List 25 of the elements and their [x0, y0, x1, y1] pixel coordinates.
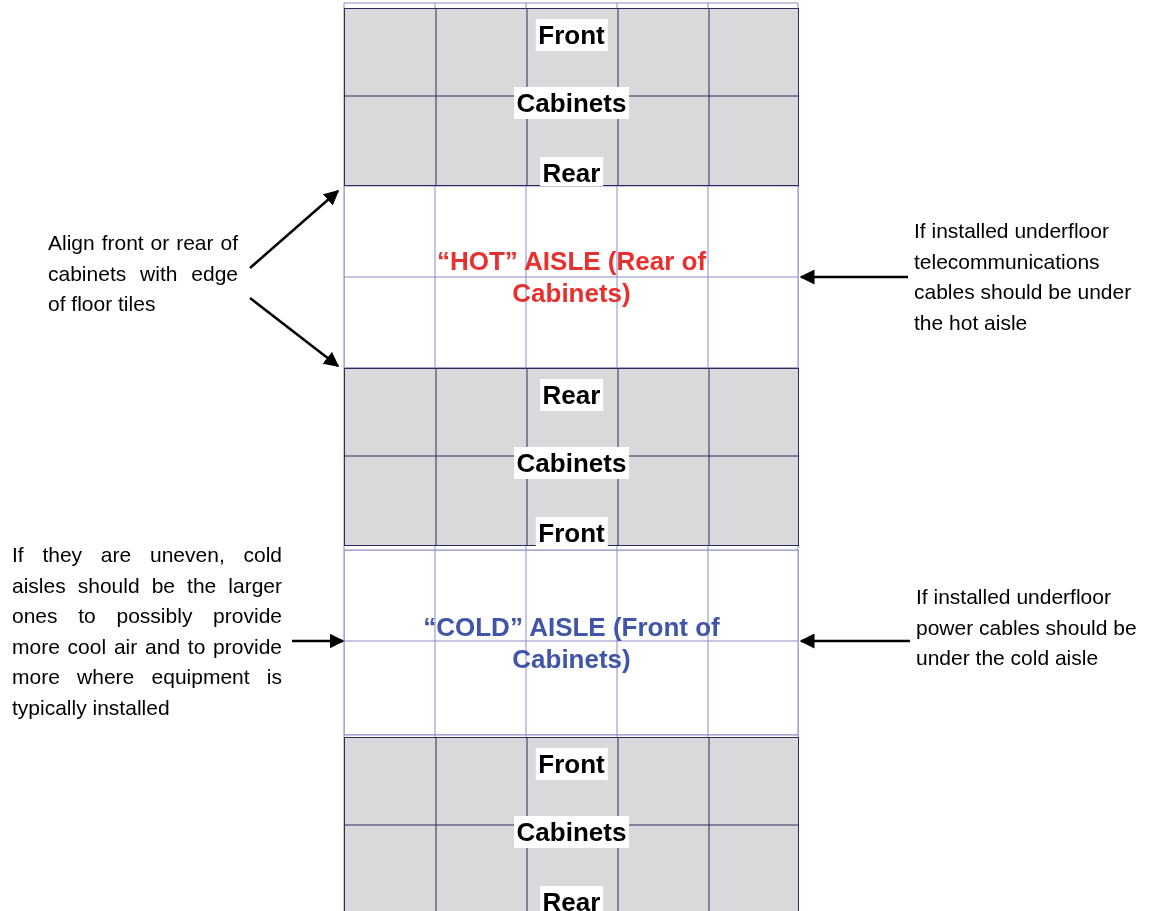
- annotation-text: Align front or rear of cabinets with edge of floor tiles: [48, 230, 238, 317]
- cabinet-row: [344, 8, 799, 186]
- aisle-label: “HOT” AISLE (Rear of Cabinets): [435, 245, 708, 309]
- arrow: [292, 633, 345, 649]
- arrow: [799, 269, 908, 285]
- aisle-label: “COLD” AISLE (Front of Cabinets): [422, 610, 721, 675]
- aisle-area: [344, 550, 799, 735]
- annotation-text: If they are uneven, cold aisles should be the larger ones to possibly provide more cool air and to provide more where equipment is typically installed: [12, 542, 282, 721]
- cabinet-row: [344, 737, 799, 911]
- row-label: Cabinets: [513, 447, 630, 479]
- annotation-text: If installed underfloor telecommunications cables should be under the hot aisle: [914, 218, 1133, 336]
- arrow: [799, 633, 910, 649]
- row-label: Cabinets: [513, 816, 630, 848]
- arrow: [249, 190, 340, 269]
- row-label: Rear: [539, 886, 604, 911]
- row-label: Front: [535, 517, 608, 549]
- row-label: Cabinets: [513, 87, 630, 119]
- annotation-text: If installed underfloor power cables should be under the cold aisle: [916, 584, 1138, 671]
- row-label: Rear: [539, 379, 604, 411]
- arrow: [249, 297, 340, 367]
- row-label: Front: [535, 748, 608, 780]
- cabinet-row: [344, 368, 799, 546]
- row-label: Front: [535, 19, 608, 51]
- aisle-area: [344, 186, 799, 368]
- row-label: Rear: [539, 157, 604, 189]
